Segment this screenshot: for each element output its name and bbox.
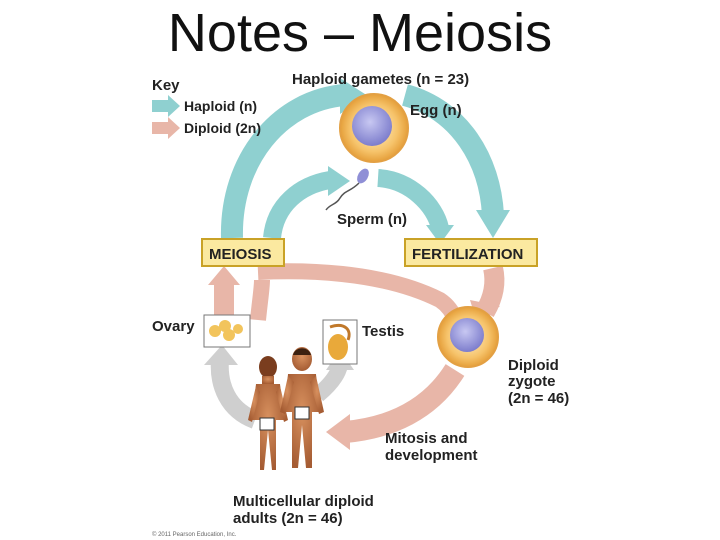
fertilization-box [404, 238, 538, 267]
diploid-arrow-testis-up [250, 279, 270, 321]
haploid-arrowhead-fertilization [476, 210, 510, 238]
haploid-arrow-outer-right [401, 84, 504, 216]
copyright-notice: © 2011 Pearson Education, Inc. [152, 531, 237, 538]
meiosis-box [201, 238, 285, 267]
diploid-arrow-inner-top [257, 263, 467, 352]
grey-arrow-to-ovary [210, 359, 259, 429]
key-diploid-arrow [152, 117, 180, 139]
diploid-arrowhead-adults [326, 414, 350, 450]
sperm-label: Sperm (n) [337, 211, 407, 228]
haploid-gametes-label: Haploid gametes (n = 23) [292, 71, 469, 88]
fertilization-label: FERTILIZATION [412, 246, 523, 263]
mitosis-label-line2: development [385, 447, 478, 464]
diploid-arrowhead-meiosis-left [208, 266, 240, 285]
egg-cell [339, 93, 409, 163]
male-adult-figure [280, 347, 324, 468]
haploid-arrowhead-sperm [328, 166, 350, 196]
key-heading: Key [152, 77, 180, 94]
diploid-arrow-development [343, 363, 465, 443]
adults-label-line2: adults (2n = 46) [233, 510, 343, 527]
haploid-arrow-inner-right [376, 169, 449, 231]
key-haploid-arrow [152, 95, 180, 117]
egg-label: Egg (n) [410, 102, 462, 119]
female-adult-figure [248, 356, 288, 470]
testis-label: Testis [362, 323, 404, 340]
zygote-label-line2: zygote [508, 373, 556, 390]
key-haploid-label: Haploid (n) [184, 98, 257, 114]
ovary-icon [203, 314, 251, 348]
mitosis-label-line1: Mitosis and [385, 430, 468, 447]
zygote-label-line1: Diploid [508, 357, 559, 374]
meiosis-label: MEIOSIS [209, 246, 272, 263]
haploid-arrow-outer-left [220, 84, 347, 239]
testis-icon [322, 319, 358, 365]
ovary-label: Ovary [152, 318, 195, 335]
sperm-icon [325, 168, 369, 211]
haploid-arrow-inner-left [263, 171, 332, 240]
grey-arrowhead-ovary [204, 345, 238, 365]
key-diploid-label: Diploid (2n) [184, 120, 261, 136]
zygote-label-line3: (2n = 46) [508, 390, 569, 407]
zygote-cell [437, 306, 499, 368]
adults-label-line1: Multicellular diploid [233, 493, 374, 510]
haploid-arrowhead-egg [340, 78, 368, 114]
slide-title: Notes – Meiosis [167, 3, 553, 63]
haploid-arrowhead-inner-fert [426, 225, 454, 244]
